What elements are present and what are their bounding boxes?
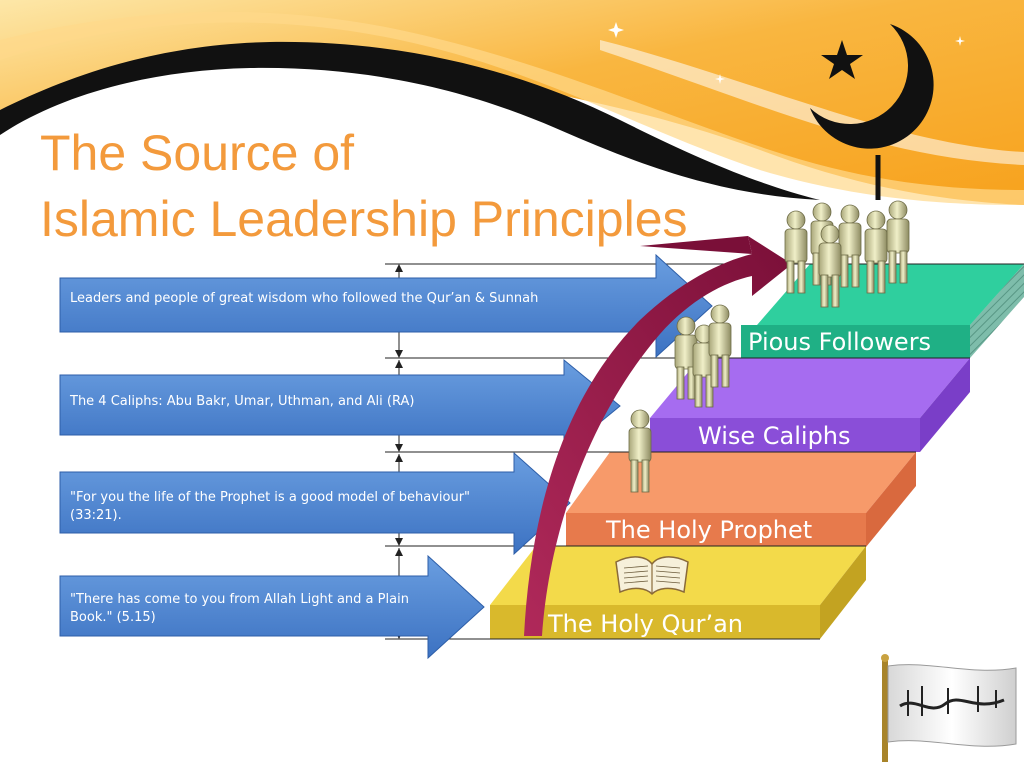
arrow-text-holy-quran: "There has come to you from Allah Light …: [70, 592, 409, 625]
arrow-text-wise-caliphs: The 4 Caliphs: Abu Bakr, Umar, Uthman, a…: [70, 394, 415, 409]
step-label-holy-prophet: The Holy Prophet: [606, 516, 813, 544]
header-banner: [0, 0, 1024, 206]
step-label-pious-followers: Pious Followers: [748, 328, 932, 356]
growth-arrow: [524, 236, 792, 636]
arrow-holy-quran: [59, 554, 485, 660]
slide-title: The Source of Islamic Leadership Princip…: [40, 120, 688, 252]
sparkles: [608, 22, 965, 84]
title-line-1: The Source of: [40, 125, 355, 181]
info-arrows: [59, 253, 713, 660]
title-line-2: Islamic Leadership Principles: [40, 191, 688, 247]
step-label-wise-caliphs: Wise Caliphs: [698, 422, 851, 450]
crescent-star-icon: [810, 24, 934, 200]
arrow-text-holy-prophet: "For you the life of the Prophet is a go…: [70, 490, 471, 523]
step-holy-prophet: [566, 452, 916, 547]
quran-book-icon: [615, 556, 689, 596]
step-label-holy-quran: The Holy Qur’an: [548, 610, 744, 638]
dimension-lines: [385, 263, 1024, 640]
arrow-text-pious-followers: Leaders and people of great wisdom who f…: [70, 291, 539, 306]
step-wise-caliphs: [650, 358, 970, 452]
flag-icon: [881, 654, 1017, 762]
